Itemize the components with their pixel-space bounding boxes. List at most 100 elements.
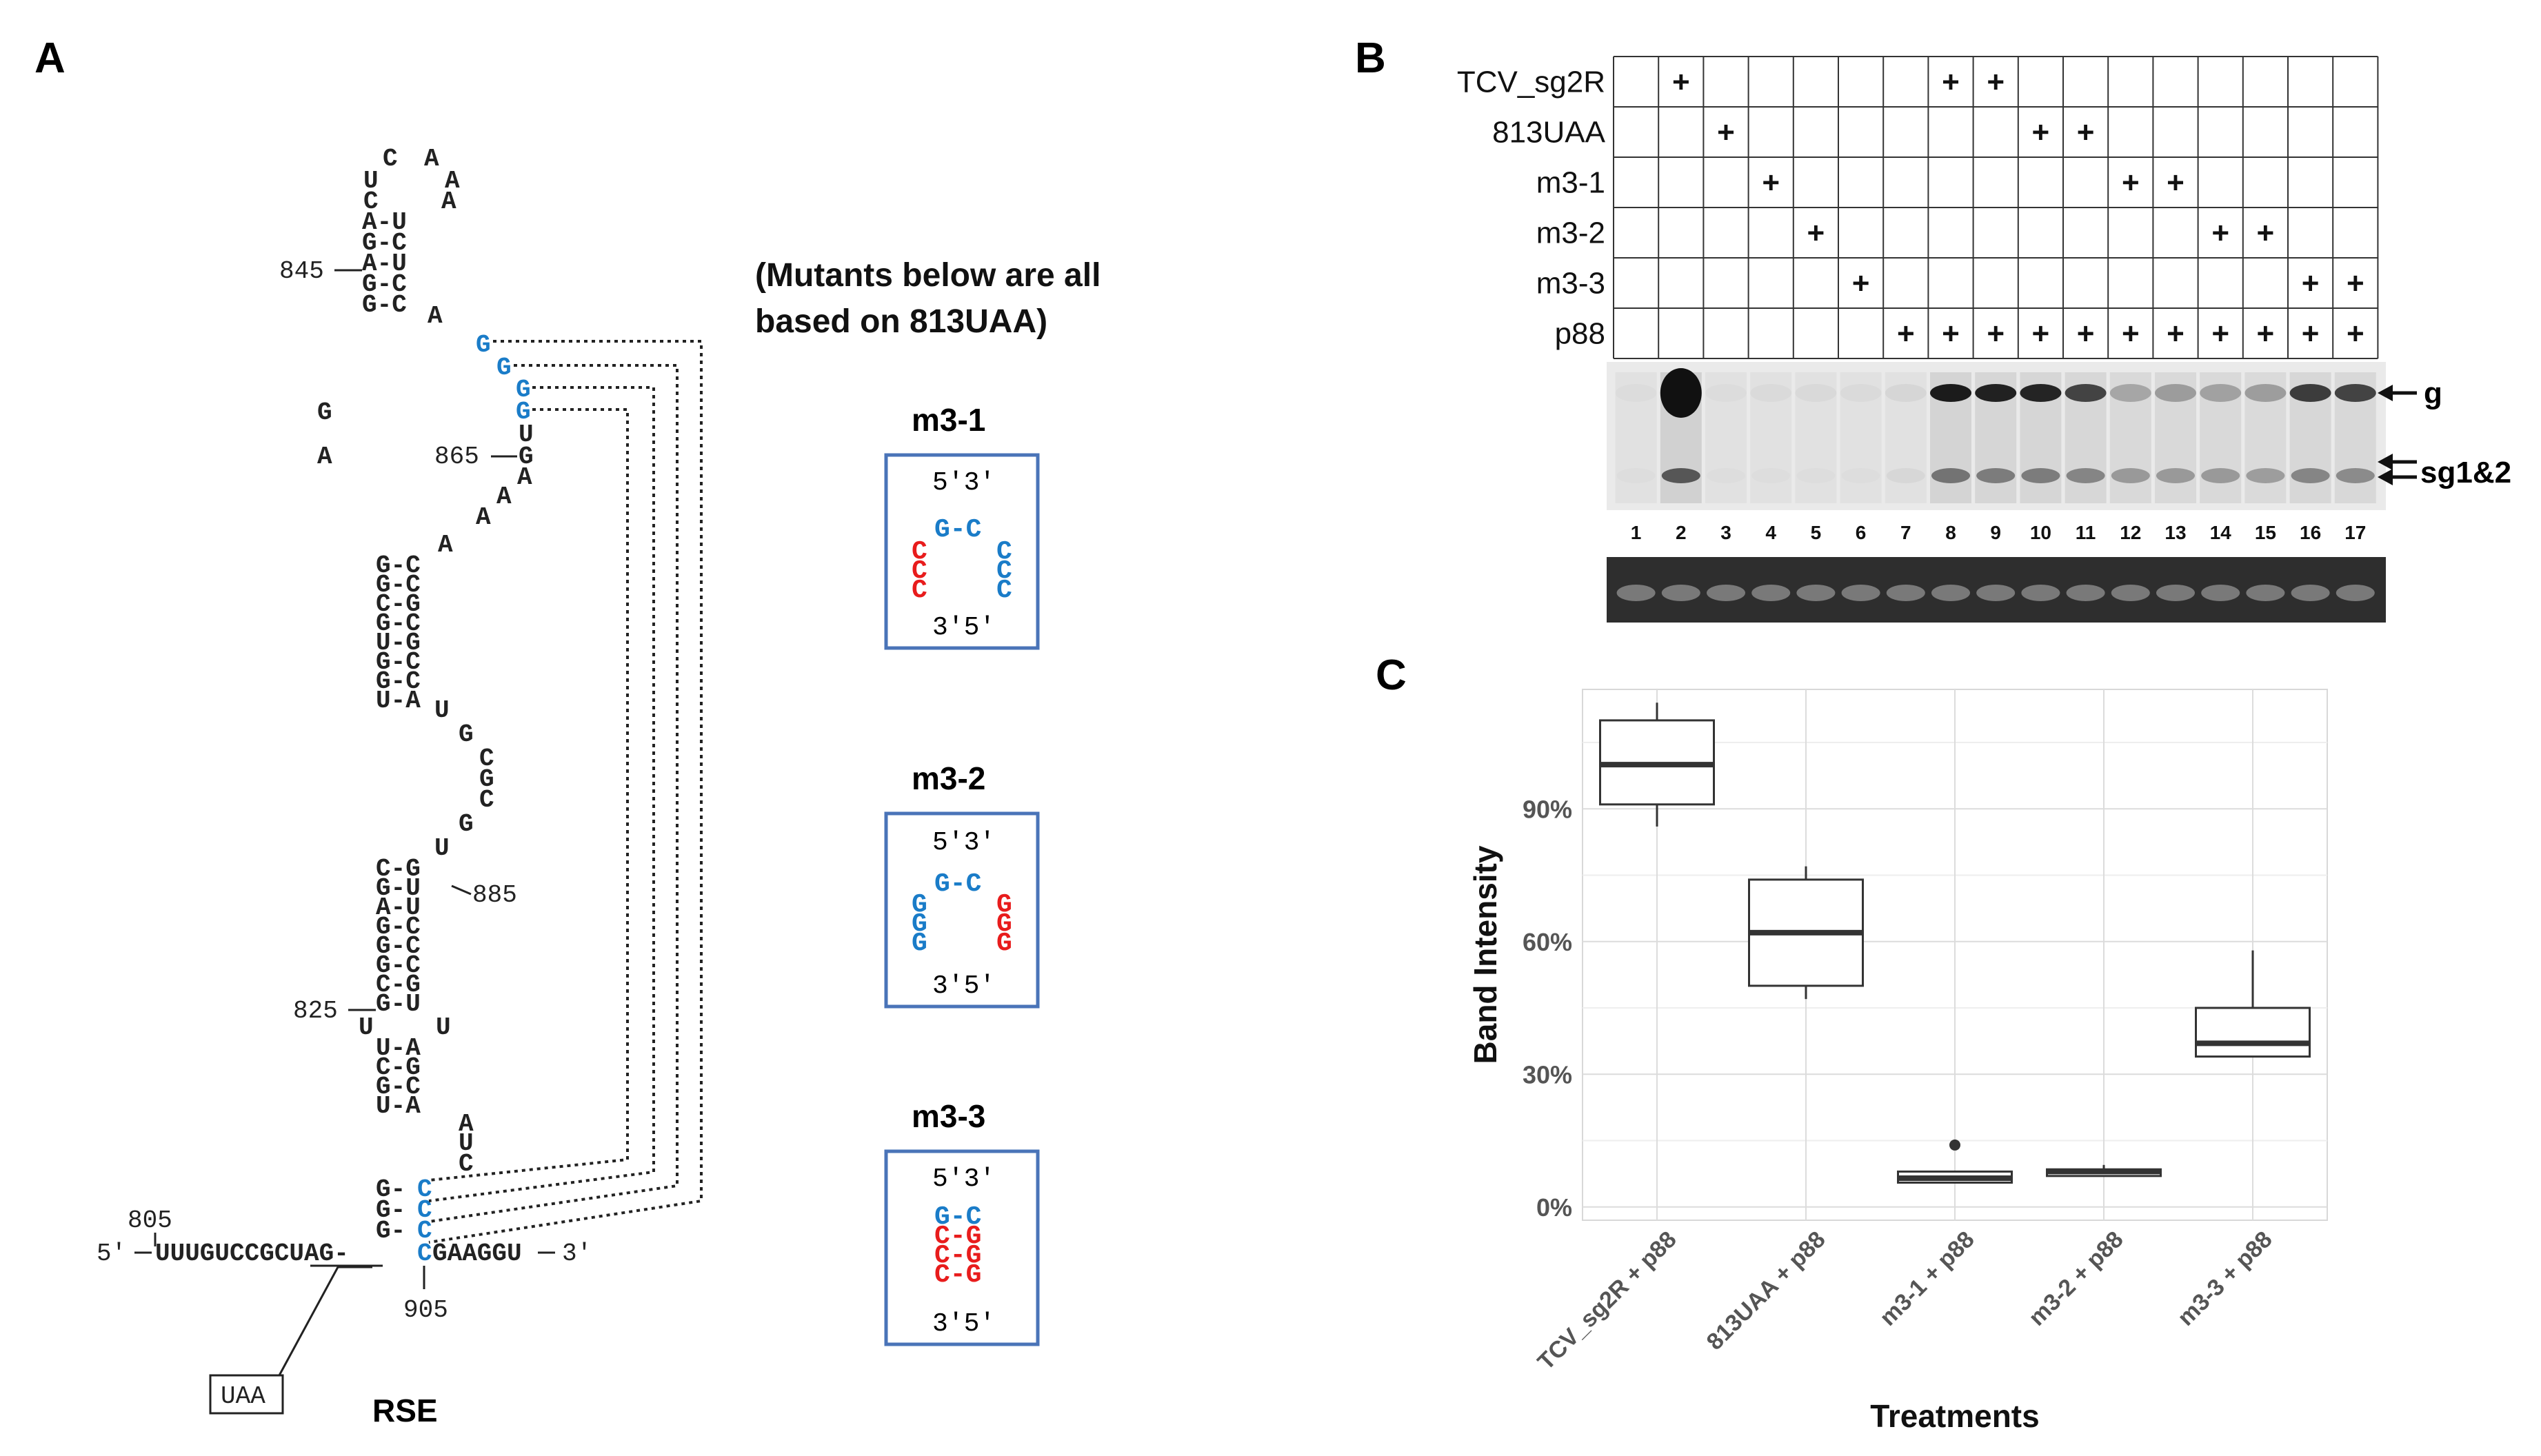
x-tick-label: m3-2 + p88 [2024, 1226, 2129, 1331]
svg-text:G-C: G-C [376, 932, 421, 960]
loading-band [1886, 585, 1925, 601]
svg-text:G: G [912, 890, 927, 920]
pos-865: 865 [434, 443, 479, 471]
band-g [1885, 384, 1927, 402]
svg-text:A: A [496, 483, 512, 511]
lane-number: 15 [2255, 522, 2276, 543]
svg-text:G: G [519, 443, 534, 471]
band-g [2289, 384, 2331, 402]
plus-mark: + [1987, 65, 2005, 99]
svg-text:U-A: U-A [376, 1092, 421, 1120]
panel-c-label: C [1376, 651, 1407, 699]
band-sg [1661, 468, 1700, 483]
svg-text:based on 813UAA): based on 813UAA) [755, 303, 1047, 340]
svg-text:m3-1: m3-1 [912, 402, 985, 438]
loading-band [1796, 585, 1836, 601]
svg-text:G-C: G-C [376, 552, 421, 580]
svg-text:G: G [496, 354, 512, 382]
svg-text:G: G [479, 765, 494, 793]
lane-number: 14 [2210, 522, 2232, 543]
lane-number: 12 [2120, 522, 2141, 543]
svg-text:C-G: C-G [376, 1053, 421, 1082]
plus-mark: + [2302, 317, 2320, 351]
plus-mark: + [2077, 116, 2095, 150]
loading-band [1661, 585, 1700, 601]
svg-text:A: A [438, 531, 453, 559]
band-sg [2291, 468, 2330, 483]
lane-number: 11 [2076, 522, 2096, 543]
plus-mark: + [2077, 317, 2095, 351]
svg-text:G: G [459, 810, 474, 838]
mutant-m3-3: m3-3 5′3′ G-C C-G C-G C-G 3′5′ [884, 1098, 1040, 1346]
svg-text:A-U: A-U [362, 250, 407, 278]
svg-text:G: G [996, 890, 1012, 920]
band-g [1660, 368, 1702, 418]
svg-text:A: A [445, 167, 460, 195]
pos-845: 845 [279, 257, 324, 285]
band-g [2334, 384, 2376, 402]
lane-number: 17 [2344, 522, 2366, 543]
svg-text:C-G: C-G [934, 1222, 981, 1251]
svg-text:G: G [912, 909, 927, 939]
row-label: p88 [1555, 317, 1605, 351]
svg-text:G-C: G-C [362, 229, 407, 257]
svg-text:G-C: G-C [934, 515, 981, 545]
plus-mark: + [2167, 166, 2185, 200]
plus-mark: + [2211, 216, 2229, 250]
pos-905: 905 [403, 1296, 448, 1324]
svg-text:G-C: G-C [376, 667, 421, 696]
svg-text:G-C: G-C [376, 1073, 421, 1101]
band-g [1975, 384, 2017, 402]
band-sg [1931, 468, 1970, 483]
northern-blot [1607, 362, 2386, 623]
row-label: m3-2 [1536, 216, 1605, 250]
svg-text:G: G [996, 929, 1012, 958]
loading-band [2201, 585, 2240, 601]
svg-text:C: C [912, 576, 927, 605]
svg-text:3′5′: 3′5′ [932, 971, 995, 1001]
rse-label: RSE [372, 1393, 438, 1428]
svg-text:G-C: G-C [376, 913, 421, 941]
svg-text:U: U [519, 421, 534, 449]
band-g [2155, 384, 2196, 402]
band-sg [1976, 468, 2016, 483]
band-g [1795, 384, 1837, 402]
row-label: 813UAA [1492, 116, 1606, 150]
svg-text:G-C: G-C [362, 270, 407, 299]
svg-text:A: A [459, 1110, 474, 1138]
svg-text:C: C [363, 188, 379, 216]
svg-text:G-C: G-C [376, 609, 421, 638]
plus-mark: + [2257, 216, 2275, 250]
svg-text:G: G [996, 909, 1012, 939]
blot-lane [2109, 372, 2151, 503]
band-sg [2246, 468, 2285, 483]
lane-number: 4 [1765, 522, 1776, 543]
rna-labels: 845 865 885 825 805 5′ 3′ 905 UAA [97, 257, 592, 1415]
lane-number: 2 [1676, 522, 1687, 543]
lane-number: 5 [1811, 522, 1822, 543]
loading-band [1976, 585, 2016, 601]
box [2195, 1007, 2311, 1058]
svg-text:3′5′: 3′5′ [932, 613, 995, 643]
plus-mark: + [1897, 317, 1915, 351]
uaa-label: UAA [221, 1382, 265, 1410]
svg-text:A: A [424, 145, 439, 173]
svg-text:A: A [317, 443, 332, 471]
loading-band [2291, 585, 2330, 601]
band-g [1840, 384, 1882, 402]
plus-mark: + [2122, 317, 2140, 351]
band-sg [1796, 468, 1835, 483]
lane-number: 1 [1631, 522, 1642, 543]
band-sg [2201, 468, 2240, 483]
band-sg [2336, 468, 2375, 483]
blot-lane [1615, 372, 1657, 503]
svg-text:C: C [417, 1217, 432, 1245]
y-tick-label: 0% [1536, 1193, 1572, 1222]
panel-a-label: A [34, 34, 66, 82]
loading-band [1841, 585, 1880, 601]
plus-mark: + [1717, 116, 1735, 150]
row-label: m3-1 [1536, 166, 1605, 200]
